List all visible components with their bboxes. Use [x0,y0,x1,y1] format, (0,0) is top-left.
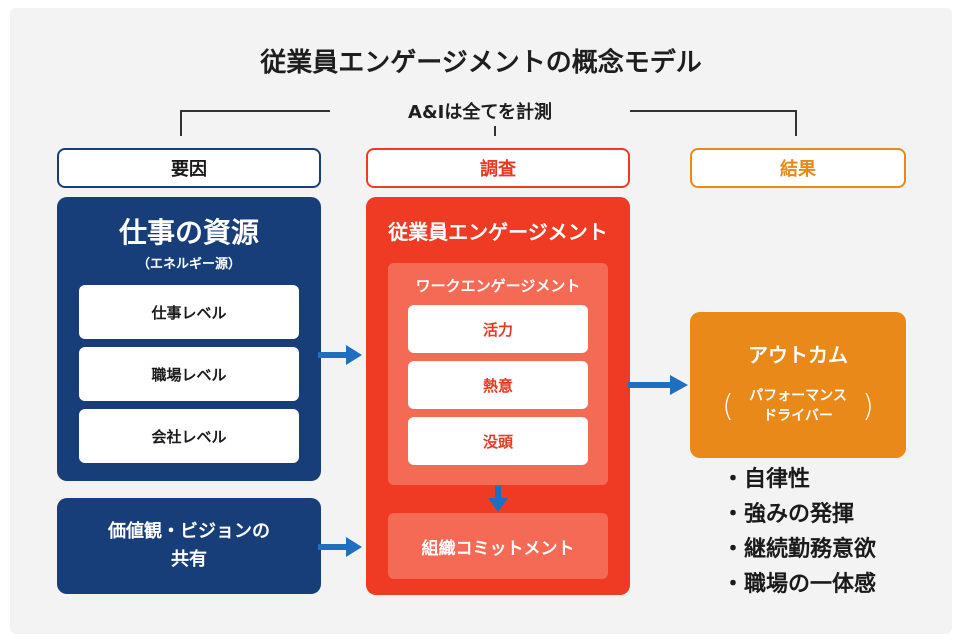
work-engagement-title: ワークエンゲージメント [415,276,581,295]
job-resources-subtitle: （エネルギー源） [136,256,241,272]
employee-engagement-box: 従業員エンゲージメント ワークエンゲージメント 活力 熱意 没頭 組織コミットメ… [366,197,630,595]
level-card-job: 仕事レベル [79,285,299,339]
job-resources-title: 仕事の資源 [118,216,259,249]
outcome-subtitle: パフォーマンス ドライバー [730,384,866,428]
level-card-company: 会社レベル [79,409,299,463]
page-title: 従業員エンゲージメントの概念モデル [260,47,702,78]
org-commitment-box: 組織コミットメント [388,513,608,579]
bullet-item: ・自律性 [722,467,811,492]
bullet-item: ・強みの発揮 [722,502,855,527]
arrow-resources-to-engagement-icon [318,345,362,365]
measure-label: A&Iは全てを計測 [330,96,630,126]
bullet-item: ・職場の一体感 [722,572,877,597]
header-factors: 要因 [57,148,321,188]
shared-values-line1: 価値観・ビジョンの [108,521,270,542]
outcome-title: アウトカム [748,342,848,367]
outcome-box: アウトカム ( ) パフォーマンス ドライバー [690,312,906,458]
left-paren-icon: ( [722,388,734,424]
absorption-card: 没頭 [408,417,588,465]
measure-bracket-left [180,110,182,136]
header-survey: 調査 [366,148,630,188]
shared-values-line2: 共有 [171,549,207,570]
work-engagement-box: ワークエンゲージメント 活力 熱意 没頭 [388,263,608,485]
arrow-values-to-commitment-icon [318,537,362,557]
job-resources-box: 仕事の資源 （エネルギー源） 仕事レベル 職場レベル 会社レベル [57,197,321,481]
level-card-workplace: 職場レベル [79,347,299,401]
bullet-item: ・継続勤務意欲 [722,537,877,562]
outcome-sub-line1: パフォーマンス [749,388,847,404]
vigor-card: 活力 [408,305,588,353]
shared-values-box: 価値観・ビジョンの 共有 [57,498,321,594]
measure-bracket-right [795,110,797,136]
arrow-engagement-to-outcome-icon [628,375,688,395]
header-results: 結果 [690,148,906,188]
right-paren-icon: ) [862,388,874,424]
dedication-card: 熱意 [408,361,588,409]
arrow-work-to-commitment-icon [488,486,508,512]
outcome-bullet-list: ・自律性 ・強みの発揮 ・継続勤務意欲 ・職場の一体感 [722,462,942,602]
employee-engagement-title: 従業員エンゲージメント [388,219,608,244]
outcome-sub-line2: ドライバー [763,408,833,424]
